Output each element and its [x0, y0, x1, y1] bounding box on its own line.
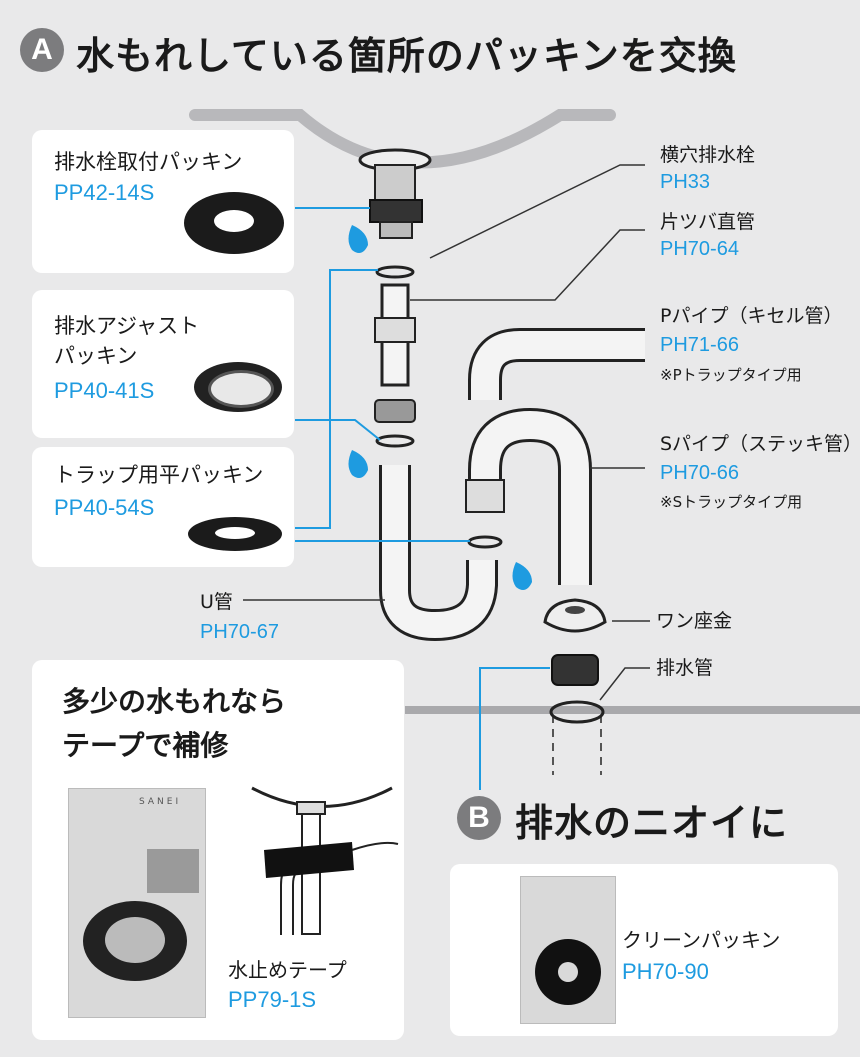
- straight-pipe-name: 片ツバ直管: [660, 211, 756, 233]
- washer-name: ワン座金: [656, 610, 733, 632]
- packing-ring-image: [184, 192, 284, 254]
- packing-ring-image: [188, 517, 282, 551]
- packing-ring-image: [194, 362, 282, 412]
- clean-packing-name: クリーンパッキン: [622, 928, 781, 952]
- tape-headline-1: 多少の水もれなら: [62, 685, 287, 718]
- straight-pipe-code: PH70-64: [660, 238, 739, 260]
- packing-code: PP42-14S: [54, 180, 155, 205]
- washer-shape: [543, 598, 607, 633]
- packing-name: 排水栓取付パッキン: [54, 150, 243, 174]
- packing-name-line2: パッキン: [54, 344, 138, 368]
- section-b-badge: B: [457, 796, 501, 840]
- section-b-title: 排水のニオイに: [515, 801, 789, 845]
- packing-card-3: トラップ用平パッキン PP40-54S: [32, 447, 294, 567]
- clean-packing-code: PH70-90: [622, 959, 709, 984]
- packing-name: トラップ用平パッキン: [54, 463, 264, 487]
- water-drop-3: [512, 562, 532, 591]
- s-pipe-code: PH70-66: [660, 462, 739, 484]
- s-pipe-name: Sパイプ（ステッキ管）: [660, 433, 860, 455]
- u-pipe-name: U管: [200, 591, 233, 613]
- drain-plug-shape: [358, 148, 432, 239]
- section-a-title: 水もれしている箇所のパッキンを交換: [76, 34, 737, 78]
- tape-name: 水止めテープ: [228, 958, 347, 982]
- p-pipe-name: Pパイプ（キセル管）: [660, 305, 843, 327]
- drain-pipe-name: 排水管: [656, 657, 714, 679]
- tape-illustration: [251, 786, 399, 935]
- tape-package-image: SANEI: [68, 788, 206, 1018]
- packing-card-1: 排水栓取付パッキン PP42-14S: [32, 130, 294, 273]
- water-drop-1: [348, 225, 368, 254]
- clean-packing-image: [520, 876, 616, 1024]
- u-pipe-code: PH70-67: [200, 621, 279, 643]
- drain-plug-code: PH33: [660, 171, 711, 193]
- drain-plug-name: 横穴排水栓: [660, 144, 756, 166]
- clean-packing-card: クリーンパッキン PH70-90: [450, 864, 838, 1036]
- tape-card: 多少の水もれなら テープで補修 SANEI 水止めテープ PP79-1S: [32, 660, 404, 1040]
- s-pipe-note: ※Sトラップタイプ用: [660, 493, 803, 511]
- packing-code: PP40-54S: [54, 495, 155, 520]
- packing-code: PP40-41S: [54, 378, 155, 403]
- water-drop-2: [348, 450, 368, 479]
- p-pipe-code: PH71-66: [660, 334, 739, 356]
- tape-code: PP79-1S: [228, 987, 317, 1012]
- tape-headline-2: テープで補修: [62, 729, 229, 762]
- section-a-badge: A: [20, 28, 64, 72]
- packing-card-2: 排水アジャスト パッキン PP40-41S: [32, 290, 294, 438]
- p-pipe-note: ※Pトラップタイプ用: [660, 366, 802, 384]
- packing-name-line1: 排水アジャスト: [54, 314, 200, 338]
